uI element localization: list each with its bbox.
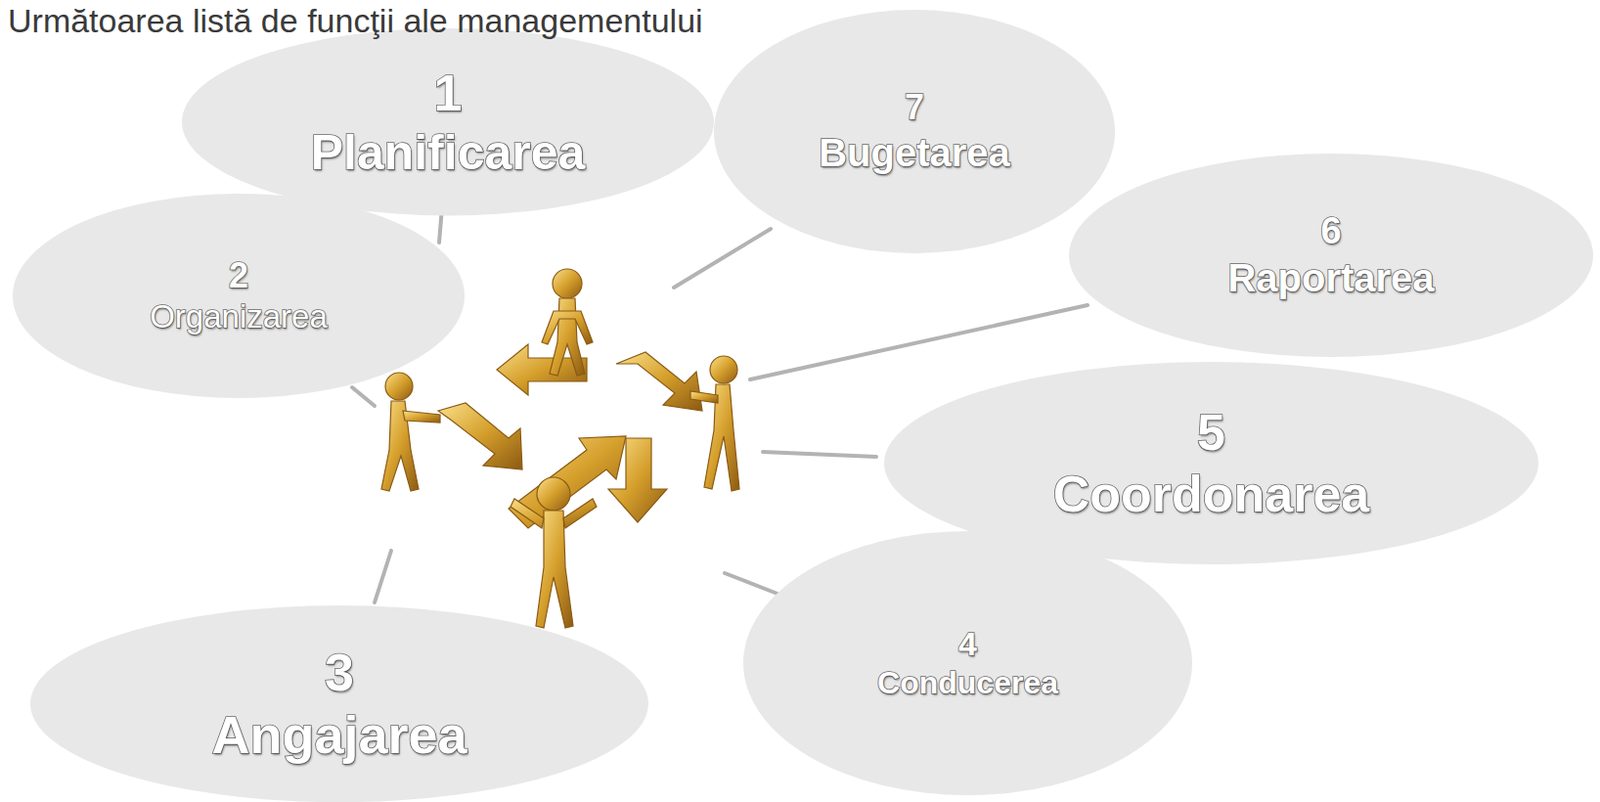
- function-label: Planificarea: [311, 125, 586, 180]
- function-ellipse: 6Raportarea: [1068, 153, 1594, 357]
- leader-line: [762, 451, 877, 457]
- leader-line: [374, 550, 392, 603]
- figure-head: [536, 477, 571, 511]
- ellipse-shape: [1068, 153, 1594, 357]
- function-ellipse: 5Coordonarea: [884, 361, 1539, 565]
- function-ellipse: 7Bugetarea: [713, 9, 1115, 254]
- ellipse-outline: [884, 361, 1539, 565]
- figure-head: [385, 372, 413, 400]
- function-label: Angajarea: [211, 705, 467, 764]
- function-ellipse: 1Planificarea: [181, 28, 714, 216]
- function-label: Raportarea: [1227, 256, 1434, 301]
- function-label: Bugetarea: [818, 131, 1011, 176]
- puzzle-arrow: [508, 436, 626, 529]
- function-label: Conducerea: [877, 666, 1059, 702]
- text-group: 5Coordonarea: [1053, 403, 1371, 522]
- leader-line: [352, 387, 375, 406]
- step-number: 3: [324, 642, 355, 702]
- ellipse-shape: [30, 605, 649, 802]
- ellipse-outline: [1068, 153, 1594, 357]
- function-ellipse: 2Organizarea: [12, 193, 465, 399]
- leader-line: [673, 228, 771, 288]
- figure-arms: [541, 311, 593, 345]
- text-group: 4Conducerea: [877, 624, 1059, 702]
- leader-line: [724, 573, 783, 596]
- function-ellipse: 4Conducerea: [743, 531, 1193, 796]
- step-number: 4: [958, 624, 978, 663]
- text-group: 1Planificarea: [311, 64, 586, 180]
- text-group: 3Angajarea: [211, 642, 467, 765]
- step-number: 2: [228, 256, 249, 296]
- step-number: 6: [1320, 210, 1341, 253]
- function-ellipse: 3Angajarea: [30, 605, 649, 802]
- ellipse-shape: [743, 531, 1193, 796]
- step-number: 5: [1197, 403, 1226, 461]
- page-title: Următoarea listă de funcţii ale manageme…: [7, 1, 704, 41]
- ellipse-shape: [12, 193, 465, 399]
- ellipse-outline: [12, 193, 465, 399]
- figure-arms: [402, 410, 441, 423]
- ellipse-outline: [743, 531, 1193, 796]
- leader-line: [750, 305, 1088, 380]
- ellipse-outline: [30, 605, 649, 802]
- puzzle-arrow: [616, 352, 703, 411]
- ellipse-outline: [181, 28, 714, 216]
- figure-body: [549, 298, 585, 376]
- step-number: 1: [434, 64, 463, 122]
- figure-head: [710, 355, 738, 384]
- ellipse-shape: [181, 28, 714, 216]
- puzzle-arrow: [438, 402, 523, 470]
- text-group: 6Raportarea: [1227, 210, 1434, 300]
- ellipse-shape: [884, 361, 1539, 565]
- function-label: Organizarea: [149, 299, 328, 336]
- step-number: 7: [904, 88, 925, 128]
- text-group: 2Organizarea: [149, 256, 328, 336]
- figure-arms: [690, 391, 718, 403]
- figure-arms: [510, 498, 597, 529]
- text-group: 7Bugetarea: [818, 88, 1011, 176]
- function-label: Coordonarea: [1053, 465, 1371, 523]
- figure-head: [552, 268, 582, 299]
- ellipse-shape: [713, 9, 1115, 254]
